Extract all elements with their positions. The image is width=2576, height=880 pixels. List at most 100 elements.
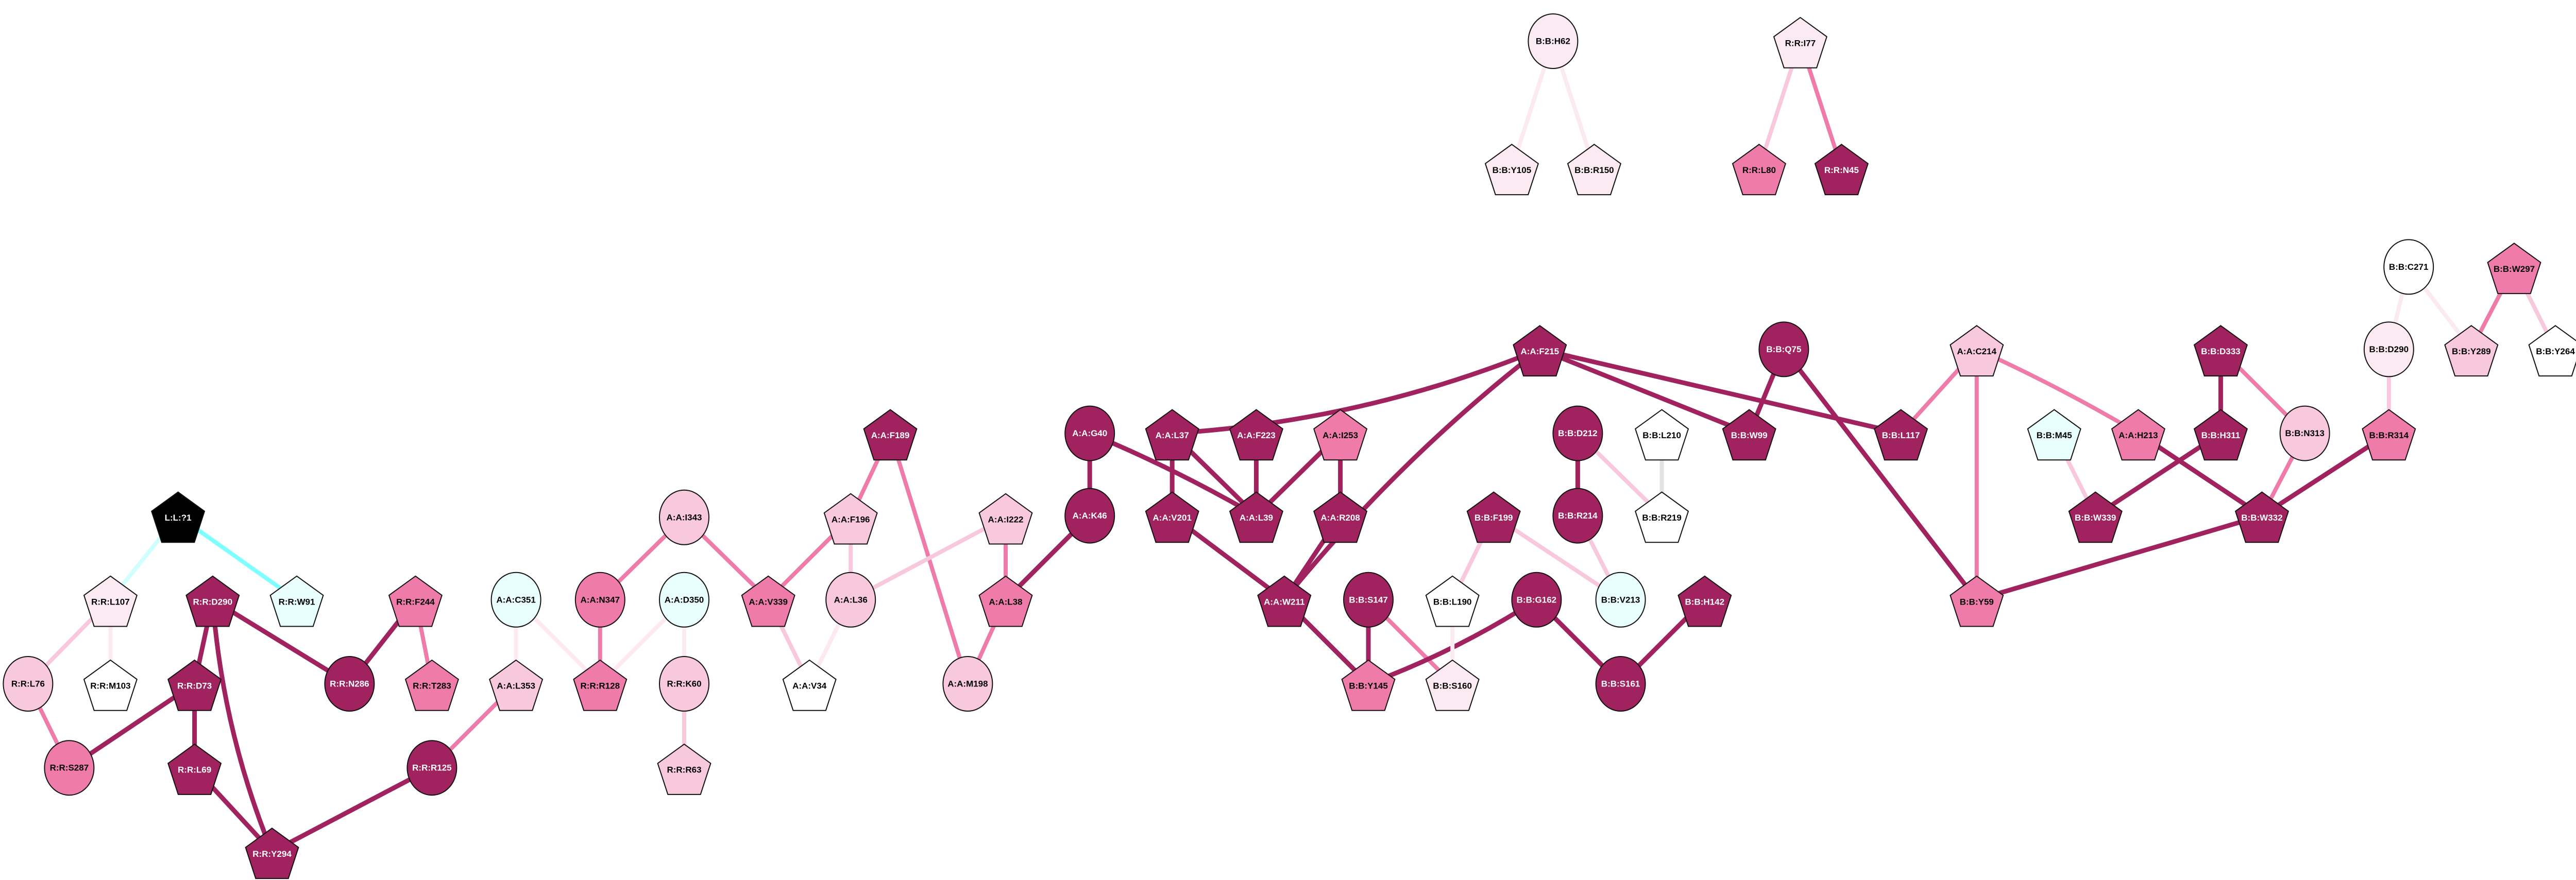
- pentagon-node-shape: [1950, 325, 2004, 377]
- node-b-b-h311[interactable]: B:B:H311: [2193, 409, 2248, 461]
- node-label: A:A:F215: [1520, 347, 1559, 356]
- pentagon-node-shape: [1313, 409, 1368, 461]
- pentagon-node-shape: [1513, 325, 1567, 377]
- node-a-a-h213[interactable]: A:A:H213: [2111, 409, 2165, 461]
- node-b-b-w297[interactable]: B:B:W297: [2487, 243, 2541, 295]
- node-r-r-l107[interactable]: R:R:L107: [83, 575, 138, 627]
- node-label: B:B:W332: [2241, 513, 2282, 523]
- node-a-a-v339[interactable]: A:A:V339: [741, 575, 795, 627]
- circle-node-shape: [574, 572, 625, 628]
- node-b-b-s161[interactable]: B:B:S161: [1595, 656, 1646, 712]
- node-a-a-f215[interactable]: A:A:F215: [1513, 325, 1567, 377]
- circle-node-shape: [942, 656, 993, 712]
- node-b-b-m45[interactable]: B:B:M45: [2027, 409, 2081, 461]
- node-a-a-i343[interactable]: A:A:I343: [659, 489, 709, 545]
- node-a-a-f223[interactable]: A:A:F223: [1229, 409, 1283, 461]
- node-r-r-l76[interactable]: R:R:L76: [3, 656, 54, 712]
- node-a-a-v201[interactable]: A:A:V201: [1145, 491, 1199, 543]
- node-a-a-m198[interactable]: A:A:M198: [942, 656, 993, 712]
- node-b-b-s160[interactable]: B:B:S160: [1425, 659, 1480, 711]
- node-b-b-w99[interactable]: B:B:W99: [1722, 409, 1776, 461]
- node-b-b-f199[interactable]: B:B:F199: [1466, 491, 1521, 543]
- pentagon-node-shape: [741, 575, 795, 627]
- node-a-a-d350[interactable]: A:A:D350: [659, 572, 709, 628]
- node-b-b-y289[interactable]: B:B:Y289: [2444, 325, 2499, 377]
- node-r-r-n286[interactable]: R:R:N286: [324, 656, 375, 712]
- node-b-b-l117[interactable]: B:B:L117: [1874, 409, 1928, 461]
- node-a-a-n347[interactable]: A:A:N347: [574, 572, 625, 628]
- node-b-b-r314[interactable]: B:B:R314: [2362, 409, 2416, 461]
- node-r-r-l69[interactable]: R:R:L69: [167, 743, 222, 795]
- node-r-r-r63[interactable]: R:R:R63: [657, 743, 711, 795]
- circle-node-shape: [659, 656, 709, 712]
- node-r-r-i77[interactable]: R:R:I77: [1773, 16, 1827, 68]
- node-a-a-v34[interactable]: A:A:V34: [782, 659, 837, 711]
- node-b-b-r214[interactable]: B:B:R214: [1552, 488, 1603, 544]
- node-b-b-r219[interactable]: B:B:R219: [1635, 491, 1689, 543]
- node-a-a-i222[interactable]: A:A:I222: [978, 493, 1033, 545]
- node-b-b-c271[interactable]: B:B:C271: [2383, 239, 2434, 295]
- node-r-r-y294[interactable]: R:R:Y294: [245, 827, 299, 879]
- node-b-b-y59[interactable]: B:B:Y59: [1950, 575, 2004, 627]
- node-a-a-c214[interactable]: A:A:C214: [1950, 325, 2004, 377]
- node-b-b-w332[interactable]: B:B:W332: [2234, 491, 2289, 543]
- node-a-a-r208[interactable]: A:A:R208: [1313, 491, 1368, 543]
- pentagon-node-shape: [1567, 144, 1621, 196]
- node-r-r-s287[interactable]: R:R:S287: [44, 740, 95, 796]
- pentagon-node-shape: [1425, 659, 1480, 711]
- node-b-b-l190[interactable]: B:B:L190: [1425, 575, 1480, 627]
- node-b-b-v213[interactable]: B:B:V213: [1595, 572, 1646, 628]
- node-label: A:A:L37: [1156, 430, 1189, 440]
- node-b-b-d212[interactable]: B:B:D212: [1552, 405, 1603, 461]
- node-r-r-t283[interactable]: R:R:T283: [404, 659, 459, 711]
- node-r-r-d73[interactable]: R:R:D73: [167, 659, 222, 711]
- node-a-a-l38[interactable]: A:A:L38: [978, 575, 1033, 627]
- node-l-l-1[interactable]: L:L:?1: [151, 491, 206, 543]
- node-label: R:R:D290: [193, 597, 233, 607]
- node-b-b-s147[interactable]: B:B:S147: [1343, 572, 1394, 628]
- node-a-a-k46[interactable]: A:A:K46: [1064, 488, 1115, 544]
- node-b-b-g162[interactable]: B:B:G162: [1511, 572, 1562, 628]
- pentagon-node-shape: [657, 743, 711, 795]
- node-r-r-n45[interactable]: R:R:N45: [1814, 144, 1869, 196]
- node-a-a-g40[interactable]: A:A:G40: [1064, 405, 1115, 461]
- node-r-r-d290[interactable]: R:R:D290: [185, 575, 240, 627]
- node-a-a-c351[interactable]: A:A:C351: [490, 572, 541, 628]
- node-b-b-w339[interactable]: B:B:W339: [2068, 491, 2123, 543]
- node-b-b-d290[interactable]: B:B:D290: [2363, 321, 2414, 377]
- node-r-r-w91[interactable]: R:R:W91: [269, 575, 324, 627]
- node-b-b-r150[interactable]: B:B:R150: [1567, 144, 1621, 196]
- node-b-b-h62[interactable]: B:B:H62: [1528, 13, 1579, 69]
- node-b-b-y105[interactable]: B:B:Y105: [1484, 144, 1539, 196]
- node-b-b-n313[interactable]: B:B:N313: [2279, 405, 2330, 461]
- node-b-b-q75[interactable]: B:B:Q75: [1758, 321, 1809, 377]
- pentagon-node-shape: [489, 659, 544, 711]
- pentagon-node-shape: [782, 659, 837, 711]
- node-b-b-y264[interactable]: B:B:Y264: [2528, 325, 2576, 377]
- node-r-r-k60[interactable]: R:R:K60: [659, 656, 709, 712]
- node-label: B:B:S160: [1433, 681, 1472, 691]
- edge-a-a-f215-to-a-a-w211: [1282, 347, 1541, 601]
- node-label: A:A:H213: [2119, 430, 2158, 440]
- node-a-a-l36[interactable]: A:A:L36: [825, 572, 876, 628]
- node-r-r-f244[interactable]: R:R:F244: [388, 575, 443, 627]
- node-a-a-f196[interactable]: A:A:F196: [823, 493, 878, 545]
- node-r-r-m103[interactable]: R:R:M103: [83, 659, 138, 711]
- node-b-b-l210[interactable]: B:B:L210: [1635, 409, 1689, 461]
- node-a-a-l39[interactable]: A:A:L39: [1229, 491, 1283, 543]
- node-r-r-r125[interactable]: R:R:R125: [406, 740, 457, 796]
- edge-r-r-d290-to-r-r-n286: [211, 597, 351, 686]
- node-a-a-l353[interactable]: A:A:L353: [489, 659, 544, 711]
- node-a-a-f189[interactable]: A:A:F189: [863, 409, 918, 461]
- node-b-b-y145[interactable]: B:B:Y145: [1341, 659, 1396, 711]
- node-r-r-r128[interactable]: R:R:R128: [573, 659, 628, 711]
- node-label: R:R:N286: [330, 679, 369, 689]
- pentagon-node-shape: [2444, 325, 2499, 377]
- node-a-a-l37[interactable]: A:A:L37: [1145, 409, 1199, 461]
- node-b-b-h142[interactable]: B:B:H142: [1677, 575, 1732, 627]
- node-b-b-d333[interactable]: B:B:D333: [2193, 325, 2248, 377]
- node-a-a-i253[interactable]: A:A:I253: [1313, 409, 1368, 461]
- node-r-r-l80[interactable]: R:R:L80: [1732, 144, 1786, 196]
- node-a-a-w211[interactable]: A:A:W211: [1257, 575, 1312, 627]
